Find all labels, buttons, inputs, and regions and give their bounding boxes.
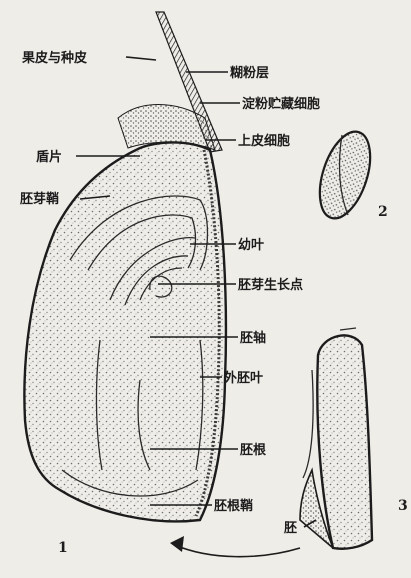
- label-growing-point: 胚芽生长点: [238, 277, 303, 293]
- label-coleorhiza: 胚根鞘: [214, 498, 253, 514]
- grain-whole: [310, 125, 380, 224]
- grain-tip: [340, 328, 356, 330]
- label-starch-cells: 淀粉贮藏细胞: [242, 96, 320, 112]
- label-aleurone: 糊粉层: [230, 65, 269, 81]
- label-embryo: 胚: [284, 521, 297, 536]
- label-pericarp-seedcoat: 果皮与种皮: [21, 50, 87, 66]
- arrow-icon: [170, 536, 300, 557]
- grain-section: [300, 328, 372, 549]
- label-radicle: 胚根: [240, 442, 267, 458]
- grain-shell-line: [303, 370, 313, 478]
- label-scutellum: 盾片: [36, 149, 62, 165]
- figure-number-1: 1: [58, 540, 68, 556]
- label-epidermis: 上皮细胞: [238, 133, 290, 149]
- figure-number-3: 3: [398, 498, 408, 514]
- label-coleoptile: 胚芽鞘: [20, 191, 59, 207]
- embryo-section: [24, 12, 226, 521]
- label-hypocotyl: 胚轴: [240, 330, 266, 346]
- grain-section-outline: [317, 335, 372, 548]
- label-young-leaf: 幼叶: [238, 237, 264, 253]
- label-epiblast: 外胚叶: [223, 370, 263, 386]
- figure-number-2: 2: [378, 204, 388, 220]
